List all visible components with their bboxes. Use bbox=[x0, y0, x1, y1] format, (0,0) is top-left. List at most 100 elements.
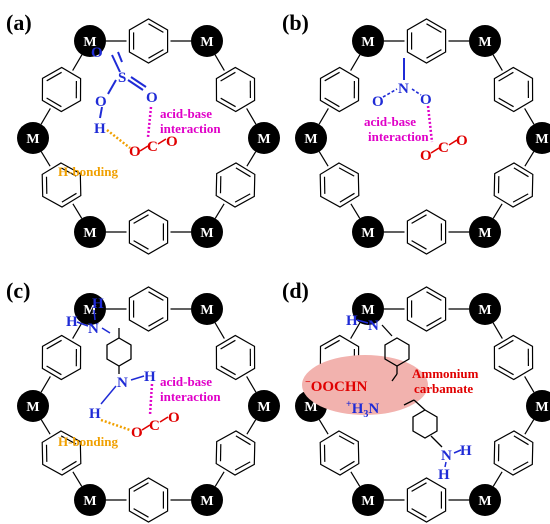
metal-node: M bbox=[295, 122, 327, 154]
c-h-top-right: H bbox=[92, 296, 104, 312]
a-atom-h: H bbox=[94, 121, 106, 137]
metal-node: M bbox=[352, 216, 384, 248]
d-ammonium-label-1: Ammonium bbox=[412, 366, 479, 381]
metal-label: M bbox=[257, 400, 270, 415]
a-atom-o-left: O bbox=[95, 94, 107, 110]
linker-a-3 bbox=[106, 209, 191, 255]
a-hbond-label: H-bonding bbox=[58, 164, 118, 179]
c-diamine-linker bbox=[106, 328, 132, 374]
linker-a-2 bbox=[214, 151, 257, 219]
metal-node: M bbox=[248, 122, 280, 154]
a-co2-c: C bbox=[147, 139, 158, 155]
b-co2-o1: O bbox=[420, 148, 432, 164]
a-co2-o1: O bbox=[129, 144, 141, 160]
benzene-ring bbox=[493, 162, 534, 208]
d-n-lower: N bbox=[441, 448, 452, 464]
d-lower-benzene bbox=[412, 409, 438, 439]
linker-a-0 bbox=[106, 18, 191, 64]
benzene-ring bbox=[215, 430, 256, 476]
a-bond-ring-s bbox=[111, 54, 121, 73]
metal-label: M bbox=[257, 132, 270, 147]
metal-node: M bbox=[248, 390, 280, 422]
metal-node: M bbox=[469, 216, 501, 248]
linker-d-2 bbox=[492, 419, 535, 487]
c-interaction-label-1: acid-base bbox=[160, 374, 212, 389]
metal-label: M bbox=[200, 494, 213, 509]
metal-node: M bbox=[74, 25, 106, 57]
benzene-ring bbox=[215, 66, 256, 113]
panel-d: (d) H N −OOCHN +H3N Ammonium carbamate N… bbox=[282, 278, 479, 483]
metal-node: M bbox=[74, 484, 106, 516]
benzene-ring bbox=[406, 477, 447, 523]
c-co2-c: C bbox=[149, 418, 160, 434]
metal-node: M bbox=[469, 25, 501, 57]
linker-c-4 bbox=[40, 419, 83, 487]
c-h-bottom-right: H bbox=[144, 369, 156, 385]
metal-label: M bbox=[304, 400, 317, 415]
linker-b-2 bbox=[492, 151, 535, 219]
c-hbond-label: H-bonding bbox=[58, 434, 118, 449]
metal-node: M bbox=[352, 484, 384, 516]
b-co2-c: C bbox=[438, 140, 449, 156]
c-h-bottom-left: H bbox=[89, 406, 101, 422]
metal-node: M bbox=[17, 390, 49, 422]
linker-c-0 bbox=[106, 286, 191, 332]
metal-label: M bbox=[535, 400, 548, 415]
metal-node: M bbox=[526, 390, 550, 422]
benzene-ring bbox=[493, 430, 534, 476]
benzene-ring bbox=[493, 334, 534, 381]
linker-d-0 bbox=[384, 286, 469, 332]
a-interaction-label-1: acid-base bbox=[160, 106, 212, 121]
c-n-bottom: N bbox=[117, 375, 128, 391]
benzene-ring bbox=[406, 286, 447, 332]
benzene-ring bbox=[128, 209, 169, 255]
metal-label: M bbox=[304, 132, 317, 147]
metal-label: M bbox=[361, 226, 374, 241]
b-atom-n: N bbox=[398, 81, 409, 97]
metal-node: M bbox=[352, 25, 384, 57]
linker-c-3 bbox=[106, 477, 191, 523]
linker-b-5 bbox=[318, 54, 361, 125]
metal-label: M bbox=[200, 35, 213, 50]
c-hbond-line bbox=[100, 418, 131, 432]
b-atom-o-right: O bbox=[420, 92, 432, 108]
d-h-lower-bottom: H bbox=[438, 467, 450, 483]
c-co2-o2: O bbox=[168, 410, 180, 426]
metal-node: M bbox=[74, 216, 106, 248]
panel-a-letter: (a) bbox=[6, 10, 32, 35]
metal-label: M bbox=[200, 303, 213, 318]
a-interaction-label-2: interaction bbox=[160, 121, 221, 136]
c-co2-o1: O bbox=[131, 425, 143, 441]
linker-d-4 bbox=[318, 419, 361, 487]
d-n-upper: N bbox=[368, 318, 379, 334]
benzene-ring bbox=[406, 209, 447, 255]
panel-b: (b) N O O O C O acid-base interaction bbox=[282, 10, 468, 164]
metal-label: M bbox=[478, 226, 491, 241]
linker-a-5 bbox=[40, 54, 83, 125]
b-interaction-label-1: acid-base bbox=[364, 114, 416, 129]
a-atom-s: S bbox=[118, 70, 126, 86]
metal-label: M bbox=[361, 303, 374, 318]
metal-label: M bbox=[200, 226, 213, 241]
framework-d: M M M M M M bbox=[295, 286, 550, 523]
panel-d-letter: (d) bbox=[282, 278, 309, 303]
linker-b-0 bbox=[384, 18, 469, 64]
metal-node: M bbox=[469, 293, 501, 325]
metal-label: M bbox=[535, 132, 548, 147]
panel-b-letter: (b) bbox=[282, 10, 309, 35]
metal-label: M bbox=[361, 494, 374, 509]
linker-d-1 bbox=[492, 322, 535, 393]
benzene-ring bbox=[41, 334, 82, 381]
a-acid-base-line bbox=[146, 106, 153, 138]
panel-c: (c) H H N N H H O C O acid-base interact… bbox=[6, 278, 221, 449]
metal-node: M bbox=[191, 484, 223, 516]
panel-c-letter: (c) bbox=[6, 278, 30, 303]
c-n-top: N bbox=[88, 321, 99, 337]
metal-node: M bbox=[469, 484, 501, 516]
panel-a: (a) O S O O H O C O acid-base interactio… bbox=[6, 10, 221, 179]
metal-label: M bbox=[83, 494, 96, 509]
metal-label: M bbox=[361, 35, 374, 50]
benzene-ring bbox=[128, 286, 169, 332]
